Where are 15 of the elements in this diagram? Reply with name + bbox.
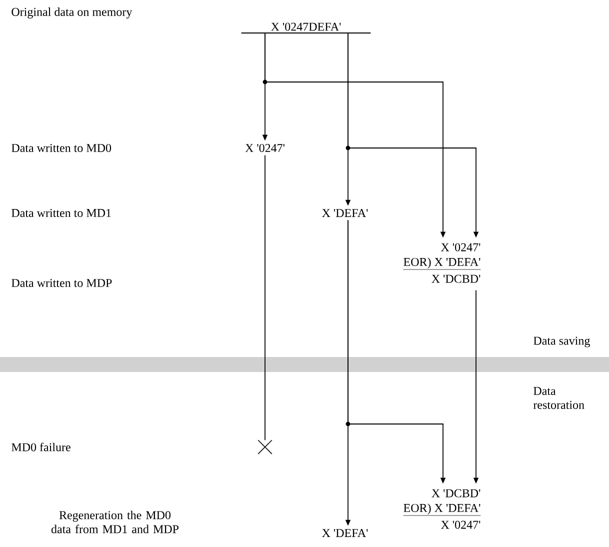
row-label: MD0 failure bbox=[12, 442, 70, 452]
row-label: Data written to MD0 bbox=[12, 144, 112, 152]
data-text: X '0247DEFA' bbox=[240, 22, 372, 34]
row-label: Data restoration bbox=[533, 387, 584, 409]
row-label: Data written to MDP bbox=[12, 278, 112, 288]
calculation-text: X '0247' EOR) X 'DEFA' X 'DCBD' bbox=[403, 243, 481, 283]
row-label: Regeneration the MD0 data from MD1 and MDP bbox=[51, 510, 179, 534]
row-label: Data saving bbox=[534, 336, 590, 348]
cross-mark bbox=[258, 440, 272, 454]
row-label: Data written to MD1 bbox=[12, 208, 111, 218]
data-text: X '0247' bbox=[245, 144, 284, 152]
row-label: Original data on memory bbox=[12, 8, 132, 18]
calculation-text: X 'DCBD' EOR) X 'DEFA' X '0247' bbox=[403, 489, 481, 529]
data-text: X 'DEFA' bbox=[322, 209, 368, 217]
data-text: X 'DEFA' bbox=[322, 529, 368, 537]
